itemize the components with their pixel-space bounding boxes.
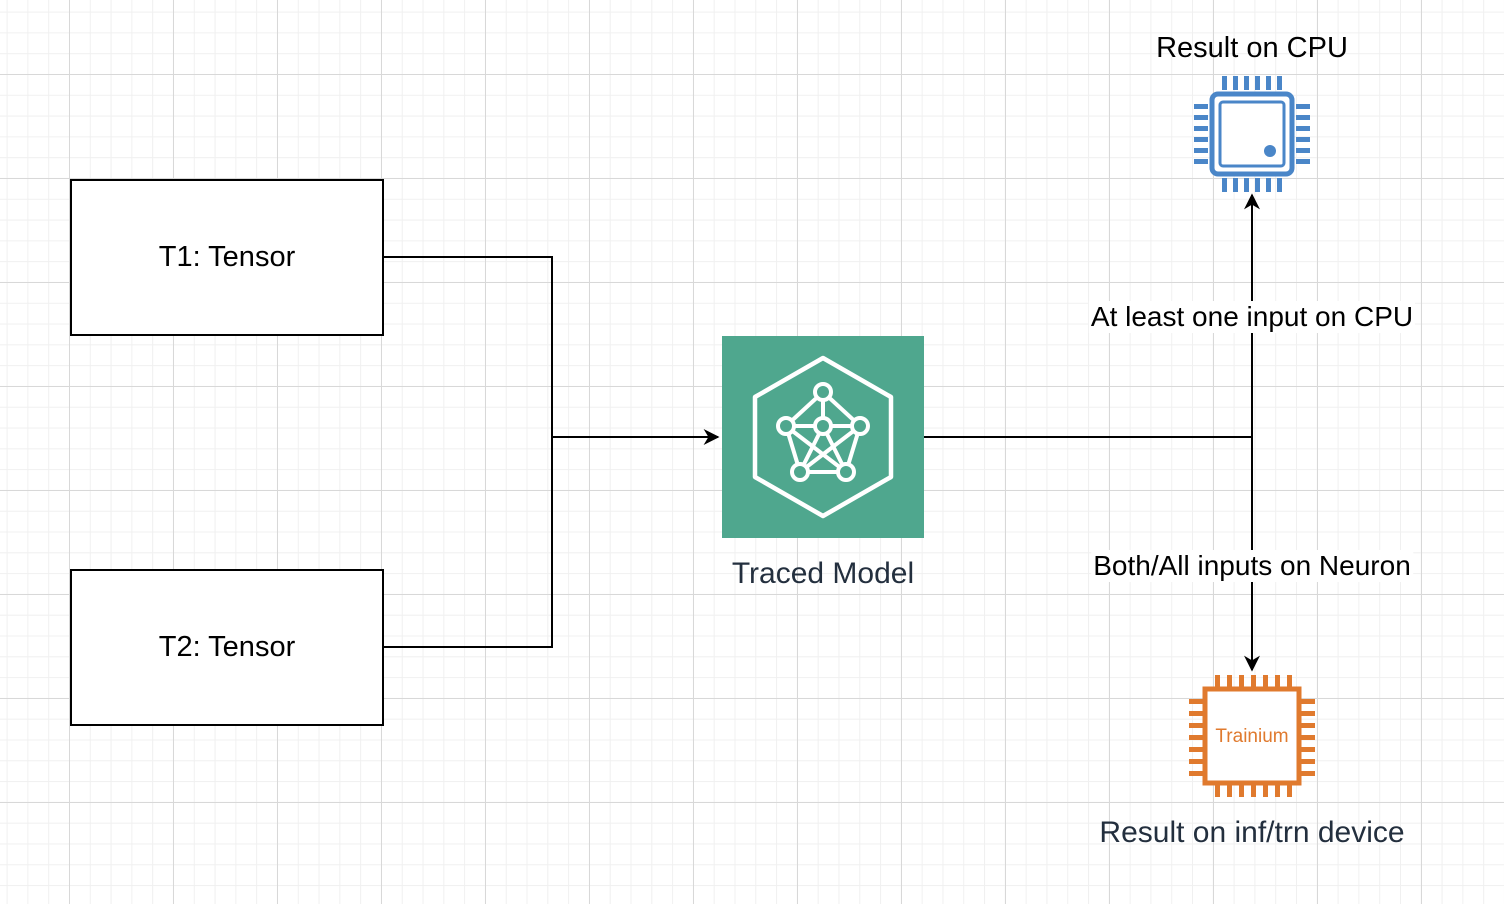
trainium-chip-text: Trainium [1215, 726, 1289, 747]
traced-model-label: Traced Model [731, 557, 915, 590]
edge-label-cpu: At least one input on CPU [1088, 301, 1416, 333]
t2-tensor-node[interactable]: T2: Tensor [70, 569, 384, 726]
t2-tensor-label: T2: Tensor [158, 631, 296, 663]
t1-tensor-label: T1: Tensor [158, 241, 296, 273]
t1-tensor-node[interactable]: T1: Tensor [70, 179, 384, 336]
cpu-result-label: Result on CPU [1156, 32, 1348, 64]
edge-label-neuron: Both/All inputs on Neuron [1091, 550, 1413, 582]
neural-network-icon [752, 355, 894, 519]
traced-model-node[interactable] [722, 336, 924, 538]
device-result-label: Result on inf/trn device [1099, 816, 1405, 849]
trainium-chip-icon [1189, 675, 1315, 797]
edge-t1-to-junction [384, 256, 553, 437]
cpu-chip-icon [1194, 76, 1310, 192]
edge-t2-to-junction [384, 437, 553, 648]
